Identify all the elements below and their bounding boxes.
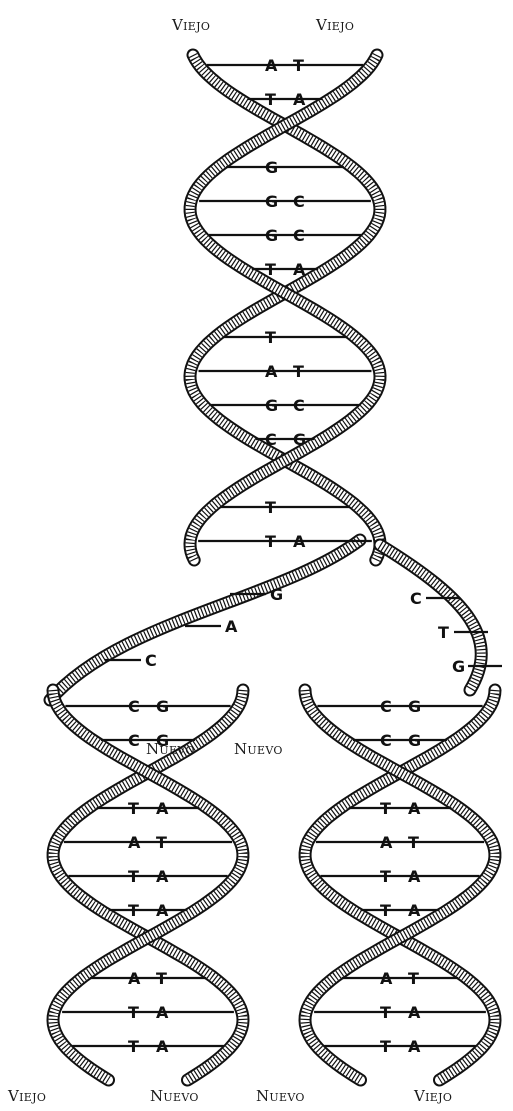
right-daughter-pair-4-base-right: T	[408, 833, 419, 852]
right-daughter-pair-10-base-left: T	[380, 1037, 391, 1056]
fork-left-base-0: G	[270, 585, 283, 604]
right-daughter-pair-0-base-left: C	[380, 697, 392, 716]
right-daughter-pair-3-base-right: A	[408, 799, 421, 818]
label-mid-right-new: Nuevo	[234, 740, 283, 758]
left-daughter-pair-9-base-right: A	[156, 1003, 169, 1022]
left-daughter-pair-8-base-right: T	[156, 969, 167, 988]
right-daughter-pair-3-base-left: T	[380, 799, 391, 818]
parent-pair-5-base-left: G	[265, 226, 278, 245]
right-daughter-pair-10-base-right: A	[408, 1037, 421, 1056]
parent-strand-b-outline	[190, 55, 380, 560]
right-daughter-strand-b-hatch	[305, 690, 495, 1080]
parent-pair-5-base-right: C	[293, 226, 305, 245]
label-bottom-new-1: Nuevo	[150, 1087, 199, 1105]
fork-right-base-2: G	[452, 657, 465, 676]
left-daughter-pair-6-base-left: T	[128, 901, 139, 920]
left-daughter-pair-3-base-right: A	[156, 799, 169, 818]
right-daughter-pair-1-base-left: C	[380, 731, 392, 750]
parent-pair-4-base-right: C	[293, 192, 305, 211]
right-daughter-strand-a-hatch	[305, 690, 495, 1080]
parent-pair-14-base-left: T	[265, 532, 276, 551]
left-daughter-pair-0-base-left: C	[128, 697, 140, 716]
parent-pair-6-base-left: T	[265, 260, 276, 279]
right-daughter-strand-a-body	[305, 690, 495, 1080]
parent-pair-10-base-right: C	[293, 396, 305, 415]
left-daughter-pair-10-base-right: A	[156, 1037, 169, 1056]
fork-right-base-0: C	[410, 589, 422, 608]
fork-left-strand-body	[50, 540, 360, 700]
parent-pair-1-base-right: A	[293, 90, 306, 109]
parent-pair-8-base-left: T	[265, 328, 276, 347]
parent-pair-3-base-left: G	[265, 158, 278, 177]
right-daughter-pair-0-base-right: G	[408, 697, 421, 716]
left-daughter-pair-3-base-left: T	[128, 799, 139, 818]
right-daughter-strand-b-outline	[305, 690, 495, 1080]
right-daughter-pair-4-base-left: A	[380, 833, 393, 852]
right-daughter-strand-a-outline	[305, 690, 495, 1080]
left-daughter-pair-4-base-left: A	[128, 833, 141, 852]
right-daughter-pair-9-base-right: A	[408, 1003, 421, 1022]
right-daughter-strand-b-body	[305, 690, 495, 1080]
parent-pair-1-base-left: T	[265, 90, 276, 109]
parent-pair-11-base-left: C	[265, 430, 277, 449]
parent-pair-9-base-right: T	[293, 362, 304, 381]
fork-right-base-1: T	[438, 623, 449, 642]
fork-left-base-1: A	[225, 617, 238, 636]
left-daughter-pair-1-base-left: C	[128, 731, 140, 750]
left-daughter-pair-8-base-left: A	[128, 969, 141, 988]
parent-pair-13-base-left: T	[265, 498, 276, 517]
right-daughter-pair-9-base-left: T	[380, 1003, 391, 1022]
left-daughter-pair-6-base-right: A	[156, 901, 169, 920]
parent-pair-9-base-left: A	[265, 362, 278, 381]
parent-pair-0-base-right: T	[293, 56, 304, 75]
right-daughter-pair-8-base-right: T	[408, 969, 419, 988]
parent-pair-6-base-right: A	[293, 260, 306, 279]
right-daughter-pair-5-base-right: A	[408, 867, 421, 886]
right-daughter-pair-8-base-left: A	[380, 969, 393, 988]
left-daughter-pair-9-base-left: T	[128, 1003, 139, 1022]
left-daughter-pair-5-base-right: A	[156, 867, 169, 886]
label-top-right-old: Viejo	[315, 16, 354, 34]
right-daughter-pair-5-base-left: T	[380, 867, 391, 886]
left-daughter-pair-5-base-left: T	[128, 867, 139, 886]
parent-pair-10-base-left: G	[265, 396, 278, 415]
fork-right-strand-body	[380, 545, 481, 690]
label-bottom-new-2: Nuevo	[256, 1087, 305, 1105]
label-bottom-old-2: Viejo	[413, 1087, 452, 1105]
label-mid-left-new: Nuevo	[146, 740, 195, 758]
right-daughter-pair-6-base-left: T	[380, 901, 391, 920]
parent-pair-14-base-right: A	[293, 532, 306, 551]
parent-pair-11-base-right: G	[293, 430, 306, 449]
right-daughter-pair-6-base-right: A	[408, 901, 421, 920]
left-daughter-pair-4-base-right: T	[156, 833, 167, 852]
label-bottom-old-1: Viejo	[7, 1087, 46, 1105]
label-top-left-old: Viejo	[171, 16, 210, 34]
left-daughter-pair-10-base-left: T	[128, 1037, 139, 1056]
right-daughter-pair-1-base-right: G	[408, 731, 421, 750]
fork-left-base-2: C	[145, 651, 157, 670]
parent-pair-4-base-left: G	[265, 192, 278, 211]
parent-pair-0-base-left: A	[265, 56, 278, 75]
left-daughter-pair-0-base-right: G	[156, 697, 169, 716]
